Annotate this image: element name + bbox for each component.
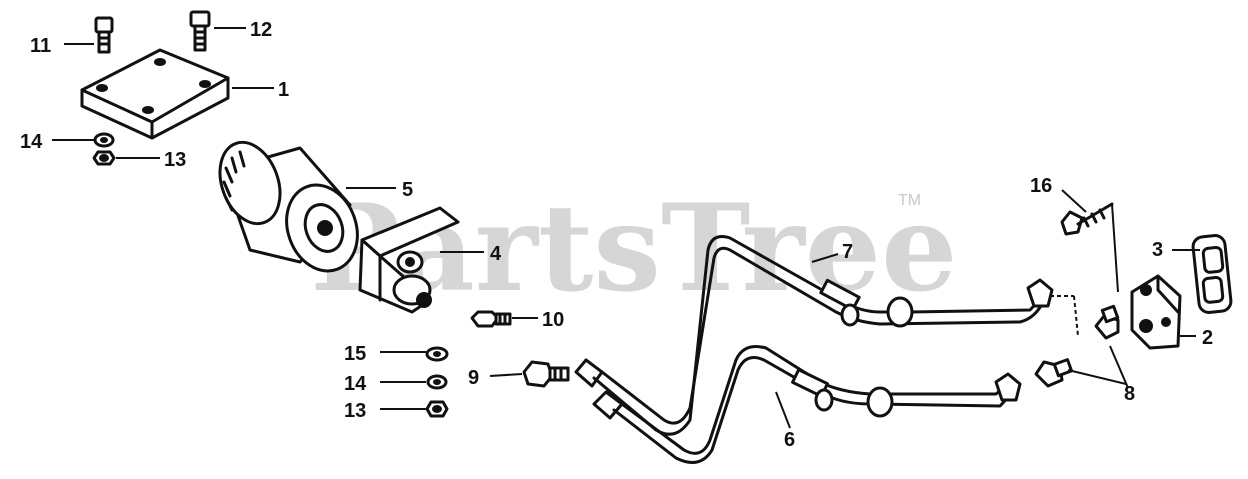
callout-12: 12 [250, 19, 272, 41]
part-6-oil-line-lower[interactable] [592, 345, 1022, 464]
callout-13-top: 13 [164, 149, 186, 171]
part-12-bolt[interactable] [189, 10, 211, 52]
callout-13-bottom: 13 [344, 400, 366, 422]
callout-9: 9 [468, 367, 479, 389]
part-1-adapter-plate[interactable] [80, 48, 230, 140]
watermark-trademark: TM [898, 192, 921, 209]
callout-15: 15 [344, 343, 366, 365]
leader-lines [52, 27, 1200, 429]
part-9-fitting[interactable] [522, 360, 570, 388]
callout-1: 1 [278, 79, 289, 101]
callout-8: 8 [1124, 383, 1135, 405]
part-13-nut-top[interactable] [92, 150, 116, 166]
part-2-cover-plate[interactable] [1130, 274, 1182, 350]
part-3-gasket[interactable] [1191, 234, 1233, 314]
part-10-fitting[interactable] [470, 310, 512, 328]
part-8-fitting-upper[interactable] [1094, 304, 1120, 340]
part-14-washer-top[interactable] [93, 132, 115, 148]
part-14-washer-bottom[interactable] [426, 374, 448, 390]
callout-7: 7 [842, 241, 853, 263]
part-8-fitting-lower[interactable] [1034, 358, 1074, 388]
callout-3: 3 [1152, 239, 1163, 261]
callout-14-bottom: 14 [344, 373, 367, 395]
part-15-washer[interactable] [425, 346, 449, 362]
callout-6: 6 [784, 429, 795, 451]
callout-11: 11 [30, 35, 51, 57]
callout-16: 16 [1030, 175, 1052, 197]
callout-10: 10 [542, 309, 564, 331]
part-16-screw[interactable] [1060, 202, 1114, 236]
part-11-bolt[interactable] [94, 16, 114, 54]
callout-4: 4 [490, 243, 502, 265]
part-5-oil-filter[interactable] [209, 134, 369, 281]
part-7-oil-line-upper[interactable] [574, 235, 1054, 436]
part-13-nut-bottom[interactable] [425, 400, 449, 418]
callout-14-top: 14 [20, 131, 43, 153]
callout-2: 2 [1202, 327, 1213, 349]
callout-5: 5 [402, 179, 413, 201]
part-4-filter-adapter[interactable] [358, 206, 460, 314]
